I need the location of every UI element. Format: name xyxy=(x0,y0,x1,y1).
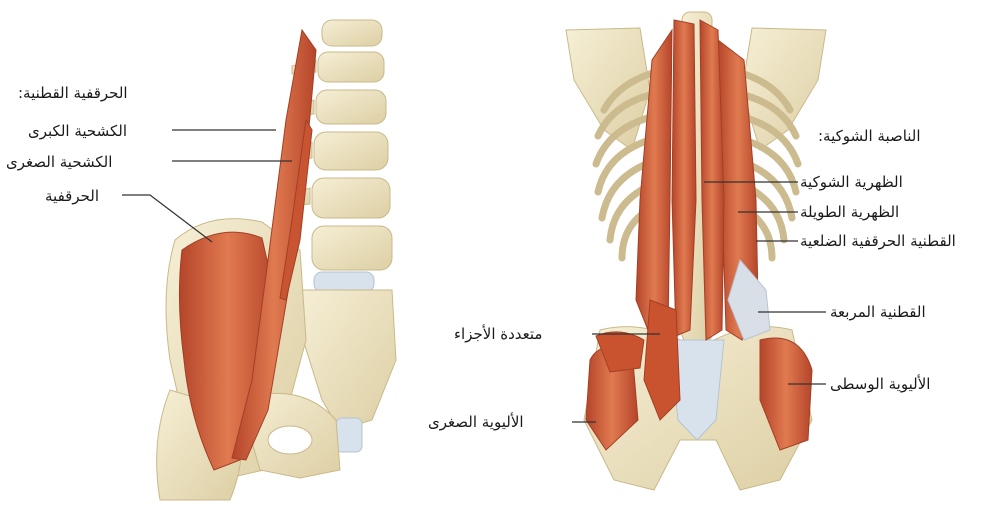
multifidus-label: متعددة الأجزاء xyxy=(454,325,542,343)
left-scapula xyxy=(566,28,650,150)
quadratus-lumborum-label: القطنية المربعة xyxy=(830,303,926,321)
iliocostalis-label: القطنية الحرقفية الضلعية xyxy=(800,232,956,250)
erector-spinae-group-title: الناصبة الشوكية: xyxy=(818,127,921,145)
obturator-foramen xyxy=(268,426,312,454)
right-figure xyxy=(566,12,826,490)
gluteus-medius-label: الأليوية الوسطى xyxy=(830,375,930,393)
coccyx-disc xyxy=(336,418,362,452)
psoas-major-label: الكشحية الكبرى xyxy=(28,122,127,140)
longissimus-label: الظهرية الطويلة xyxy=(800,203,899,221)
psoas-minor-label: الكشحية الصغرى xyxy=(6,153,112,171)
gluteus-minimus-label: الأليوية الصغرى xyxy=(428,413,524,431)
left-figure xyxy=(157,20,396,500)
right-scapula xyxy=(742,28,826,150)
spinalis-muscle xyxy=(672,20,696,336)
iliopsoas-group-title: الحرقفية القطنية: xyxy=(18,84,128,102)
spinalis-label: الظهرية الشوكية xyxy=(800,173,903,191)
iliacus-label: الحرقفية xyxy=(45,187,99,205)
